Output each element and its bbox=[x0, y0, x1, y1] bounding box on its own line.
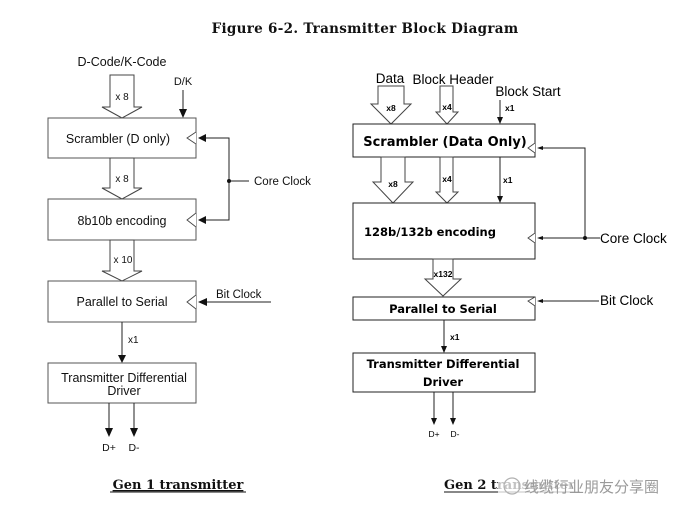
gen2-header-in-width: x4 bbox=[442, 102, 452, 112]
gen2-scrambler-label: Scrambler (Data Only) bbox=[363, 135, 527, 150]
gen2-data-out-bus-arrow bbox=[371, 156, 415, 204]
gen2-driver-label-line1: Transmitter Differential bbox=[367, 357, 520, 371]
figure-title: Figure 6-2. Transmitter Block Diagram bbox=[212, 21, 519, 37]
gen2-data-out-width: x8 bbox=[388, 179, 398, 189]
gen2-start-in-arrowhead bbox=[497, 117, 503, 124]
gen2-block-header-label: Block Header bbox=[412, 72, 494, 87]
gen2-start-out-width: x1 bbox=[503, 175, 513, 185]
gen2-encoder-label: 128b/132b encoding bbox=[364, 225, 496, 239]
gen2-bit-clock-label: Bit Clock bbox=[600, 293, 654, 308]
gen1-scrambler-block bbox=[47, 117, 197, 159]
gen1-bit-clock-arrow bbox=[198, 298, 207, 306]
gen1-serial-out-arrowhead bbox=[118, 355, 126, 363]
gen1-input-width: x 8 bbox=[115, 92, 129, 103]
gen1-driver-label-line2: Driver bbox=[107, 384, 140, 398]
gen1-scrambler-out-bus-arrow bbox=[101, 157, 143, 200]
gen2-start-in-width: x1 bbox=[505, 103, 515, 113]
gen1-scrambler-out-width: x 8 bbox=[115, 174, 129, 185]
gen2-bit-clock-arrow bbox=[537, 299, 543, 303]
gen1-encoder-block bbox=[47, 198, 197, 241]
gen2-core-clock-line bbox=[540, 147, 586, 239]
gen2-output-dplus-label: D+ bbox=[428, 429, 439, 439]
gen1-diagram: D-Code/K-Code x 8 D/K Scrambler (D only)… bbox=[47, 55, 311, 493]
gen1-dk-arrowhead bbox=[179, 109, 187, 118]
gen1-output-dminus-arrowhead bbox=[130, 428, 138, 437]
gen2-header-out-bus-arrow bbox=[434, 156, 460, 204]
gen2-data-in-width: x8 bbox=[386, 103, 396, 113]
gen2-diagram: Data Block Header Block Start x8 x4 x1 S… bbox=[352, 71, 667, 493]
gen1-core-clock-arrow-scrambler bbox=[198, 134, 206, 142]
gen1-driver-label-line1: Transmitter Differential bbox=[61, 371, 187, 385]
gen2-serializer-clock-icon bbox=[527, 296, 536, 307]
gen2-data-label: Data bbox=[376, 71, 405, 86]
gen1-caption: Gen 1 transmitter bbox=[113, 478, 244, 493]
gen1-encoder-out-width: x 10 bbox=[114, 255, 133, 266]
gen1-serializer-block bbox=[47, 280, 197, 323]
gen2-scrambler-block bbox=[352, 123, 536, 158]
gen1-core-clock-label: Core Clock bbox=[254, 176, 311, 188]
gen2-header-in-bus-arrow bbox=[434, 85, 460, 125]
gen1-core-clock-arrow-encoder bbox=[198, 216, 206, 224]
gen2-block-start-label: Block Start bbox=[495, 84, 561, 99]
gen1-output-dplus-label: D+ bbox=[102, 442, 116, 454]
gen1-scrambler-label: Scrambler (D only) bbox=[66, 132, 170, 146]
gen2-core-clock-arrow-encoder bbox=[537, 236, 543, 240]
gen2-serial-out-width: x1 bbox=[450, 332, 460, 342]
gen1-encoder-clock-icon bbox=[186, 212, 197, 228]
gen2-scrambler-clock-icon bbox=[527, 142, 536, 154]
gen2-header-out-width: x4 bbox=[442, 174, 452, 184]
gen1-encoder-out-bus-arrow bbox=[101, 239, 143, 282]
gen2-data-in-bus-arrow bbox=[369, 85, 413, 125]
gen1-core-clock-junction bbox=[227, 179, 231, 183]
gen2-core-clock-junction bbox=[583, 236, 587, 240]
gen1-serial-out-width: x1 bbox=[128, 335, 139, 346]
gen2-driver-label-line2: Driver bbox=[423, 375, 463, 389]
gen2-core-clock-label: Core Clock bbox=[600, 231, 667, 246]
gen1-output-dminus-label: D- bbox=[128, 442, 140, 454]
gen1-serializer-clock-icon bbox=[186, 294, 197, 310]
gen1-serializer-label: Parallel to Serial bbox=[76, 295, 167, 309]
gen1-bit-clock-label: Bit Clock bbox=[216, 289, 262, 301]
gen1-driver-block bbox=[47, 362, 197, 404]
gen2-serial-out-arrowhead bbox=[441, 346, 447, 353]
gen1-core-clock-line bbox=[203, 137, 230, 221]
gen2-start-out-arrowhead bbox=[497, 196, 503, 203]
gen2-output-dplus-arrowhead bbox=[431, 418, 437, 425]
gen2-serializer-label: Parallel to Serial bbox=[389, 302, 497, 316]
gen2-output-dminus-label: D- bbox=[451, 429, 460, 439]
watermark-text: 线缆行业朋友分享圈 bbox=[524, 478, 659, 496]
gen2-encoder-out-width: x132 bbox=[434, 269, 453, 279]
wechat-icon bbox=[503, 477, 521, 495]
gen1-encoder-label: 8b10b encoding bbox=[78, 214, 167, 228]
gen2-output-dminus-arrowhead bbox=[450, 418, 456, 425]
gen2-core-clock-arrow-scrambler bbox=[537, 146, 543, 150]
gen2-encoder-clock-icon bbox=[527, 232, 536, 244]
gen1-input-bus-arrow bbox=[101, 74, 143, 119]
gen2-encoder-block bbox=[352, 202, 536, 260]
gen1-input-label: D-Code/K-Code bbox=[78, 55, 167, 69]
gen2-driver-block bbox=[352, 352, 536, 393]
gen1-dk-label: D/K bbox=[174, 76, 193, 88]
gen2-encoder-out-bus-arrow bbox=[423, 258, 463, 297]
gen1-output-dplus-arrowhead bbox=[105, 428, 113, 437]
watermark-backdrop bbox=[498, 474, 684, 498]
gen1-scrambler-clock-icon bbox=[186, 131, 197, 145]
watermark: 线缆行业朋友分享圈 bbox=[498, 474, 684, 498]
